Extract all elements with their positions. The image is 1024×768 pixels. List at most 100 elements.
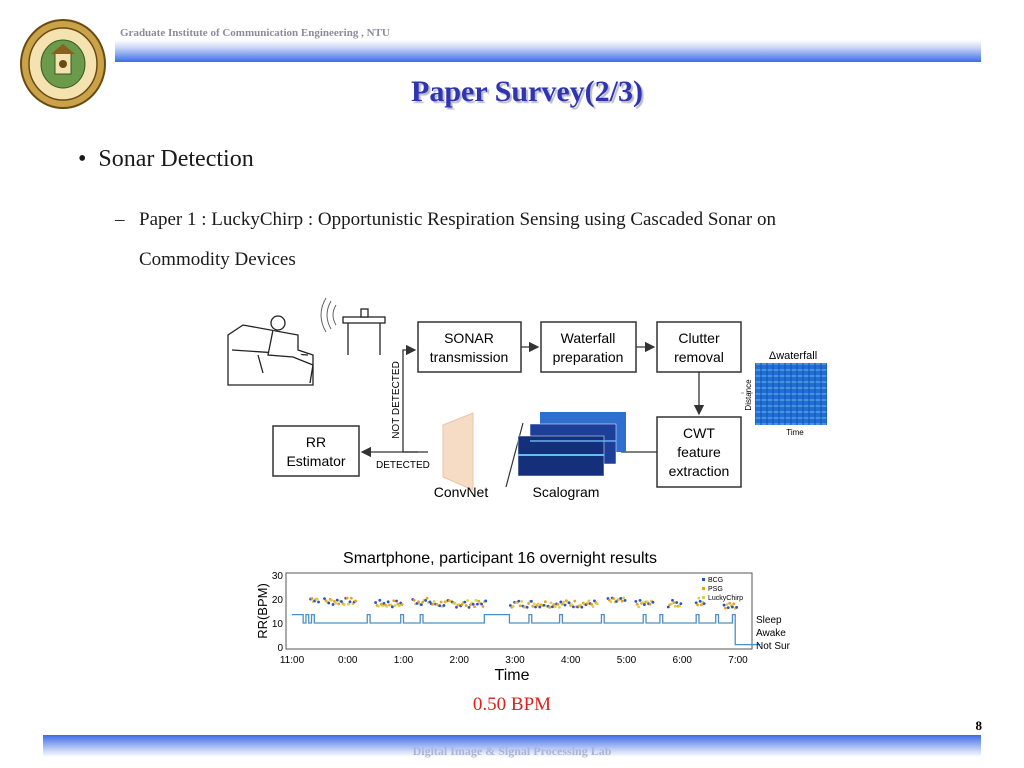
rr-point [520, 600, 523, 603]
x-tick-label: 3:00 [505, 655, 525, 666]
x-tick-label: 1:00 [394, 655, 414, 666]
rr-point [412, 598, 416, 602]
footer-bar [43, 735, 981, 757]
rr-point [609, 600, 613, 604]
rr-point [348, 600, 352, 604]
rr-point [543, 600, 547, 604]
svg-text:feature: feature [677, 444, 721, 460]
rr-point [732, 602, 736, 606]
rr-point [323, 597, 326, 601]
rr-point [634, 600, 638, 603]
rr-point [557, 605, 561, 609]
rr-point [438, 604, 442, 608]
rr-point [622, 596, 626, 600]
y-axis-label: RR(BPM) [255, 583, 270, 639]
rr-point [669, 602, 673, 606]
scalogram-images [517, 412, 626, 477]
rr-point [345, 596, 349, 600]
rr-point [389, 603, 393, 607]
sleep-state-label: Awake [756, 628, 786, 639]
rr-point [374, 601, 378, 604]
rr-point [694, 601, 698, 605]
scalogram-label: Scalogram [533, 484, 600, 500]
y-tick-label: 0 [277, 643, 283, 654]
rr-point [728, 601, 732, 605]
svg-text:Waterfall: Waterfall [561, 330, 616, 346]
rr-point [337, 602, 341, 606]
rr-point [560, 602, 564, 606]
rr-point [552, 603, 556, 606]
rr-point [579, 603, 582, 607]
rr-chart: Smartphone, participant 16 overnight res… [255, 550, 790, 684]
lab-footer: Digital Image & Signal Processing Lab [412, 744, 612, 758]
x-tick-label: 11:00 [280, 655, 305, 666]
rr-point [700, 603, 703, 607]
x-tick-label: 5:00 [617, 655, 637, 666]
rr-point [697, 596, 701, 600]
rr-point [481, 605, 485, 608]
rr-point [726, 606, 730, 610]
rr-point [330, 598, 333, 602]
rr-point [335, 598, 339, 602]
sub-bullet: –Paper 1 : LuckyChirp : Opportunistic Re… [115, 209, 776, 270]
svg-text:SONAR: SONAR [444, 330, 494, 346]
rr-point [460, 603, 464, 606]
rr-point [342, 603, 346, 607]
header-bar [115, 40, 981, 62]
rr-point [386, 600, 390, 604]
rr-point [672, 601, 676, 605]
rr-point [531, 604, 535, 608]
x-axis-label: Time [495, 667, 530, 684]
rr-point [620, 599, 624, 603]
rr-point [395, 599, 398, 603]
x-tick-label: 6:00 [673, 655, 693, 666]
rr-point [696, 603, 699, 607]
rr-point [527, 602, 530, 605]
time-axis-label: Time [786, 428, 804, 437]
clutter-removal-box: Clutter removal [656, 321, 742, 373]
rr-point [480, 602, 483, 606]
rr-point [570, 603, 574, 607]
svg-text:RR: RR [306, 434, 326, 450]
rr-point [525, 605, 529, 609]
rr-point [538, 605, 542, 609]
rr-point [590, 602, 594, 606]
x-tick-label: 2:00 [450, 655, 470, 666]
legend-swatch [702, 587, 705, 590]
rr-point [467, 605, 471, 609]
rr-point [439, 600, 443, 604]
rr-point [310, 597, 314, 600]
y-tick-label: 10 [272, 619, 284, 630]
rr-point [591, 605, 595, 608]
rr-point [637, 605, 641, 609]
rr-point [475, 602, 479, 606]
rr-point [354, 599, 358, 603]
rr-point [419, 603, 423, 607]
rr-point [536, 602, 540, 606]
rr-point [471, 602, 475, 606]
institute-header: Graduate Institute of Communication Engi… [120, 27, 390, 39]
chart-title: Smartphone, participant 16 overnight res… [343, 550, 657, 567]
rr-point [595, 602, 599, 606]
page-number: 8 [975, 718, 983, 733]
slide-title: Paper Survey(2/3) [411, 75, 643, 108]
rr-point [400, 603, 404, 606]
rr-point [428, 600, 432, 604]
sleep-state-label: Sleep [756, 615, 782, 626]
legend-swatch [702, 578, 705, 581]
rr-point [678, 604, 681, 608]
rr-point [586, 602, 589, 605]
chart-plot-area [285, 572, 753, 650]
convnet-shape [442, 412, 474, 491]
rr-point [424, 598, 428, 602]
dwaterfall-label: Δwaterfall [769, 350, 817, 362]
bullet-item: • Sonar Detection [78, 146, 254, 172]
rr-point [347, 602, 350, 606]
sonar-transmission-box: SONAR transmission [417, 321, 522, 373]
rr-point [698, 599, 702, 603]
rr-point [425, 596, 429, 600]
rr-point [317, 600, 320, 604]
hypnogram-line [292, 613, 761, 646]
